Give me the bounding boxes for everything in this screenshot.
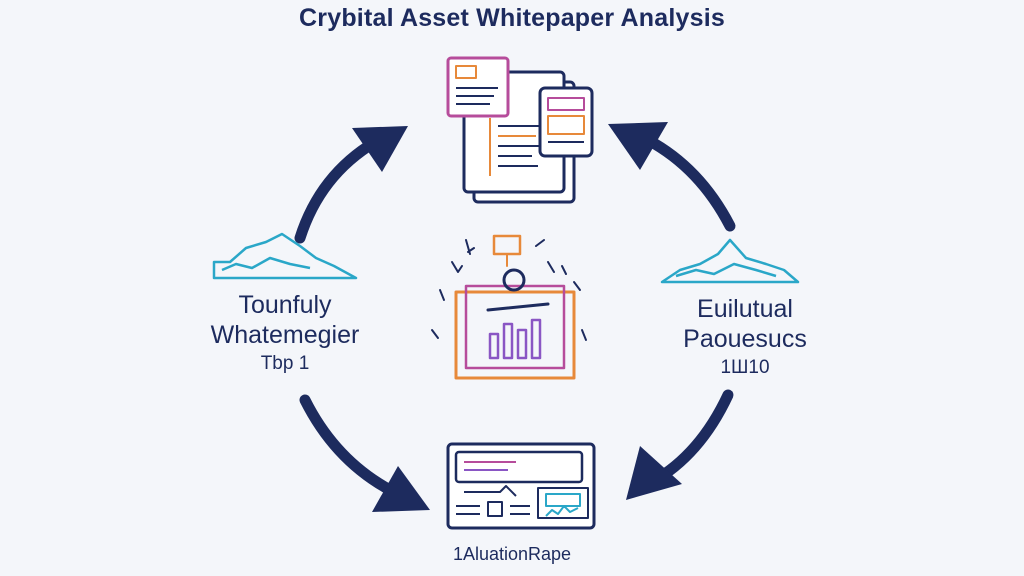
- left-label-line2: Whatemegier: [210, 321, 360, 349]
- dashboard-icon: [446, 442, 596, 530]
- cycle-arrow-icon: [626, 389, 734, 500]
- analysis-clipboard-icon: [431, 234, 587, 380]
- cycle-arrow-icon: [608, 122, 736, 232]
- cycle-arrow-icon: [299, 394, 430, 512]
- mountain-icon: [212, 232, 358, 280]
- right-label-line3: 1Ш10: [720, 357, 770, 378]
- left-stage-label: Tounfuly Whatemegier Tbp 1: [180, 290, 390, 378]
- bottom-stage-label: 1AluationRape: [452, 544, 572, 564]
- right-stage-label: Euilutual Paouesucs 1Ш10: [630, 294, 860, 382]
- left-label-line1: Tounfuly: [238, 291, 332, 319]
- right-label-line1: Euilutual: [697, 295, 793, 323]
- cycle-arrow-icon: [294, 126, 408, 244]
- mountain-icon: [660, 238, 800, 284]
- left-label-line3: Tbp 1: [260, 353, 310, 374]
- right-label-line2: Paouesucs: [683, 325, 807, 353]
- document-stack-icon: [446, 56, 594, 204]
- page-title: Crybital Asset Whitepaper Analysis: [299, 4, 725, 32]
